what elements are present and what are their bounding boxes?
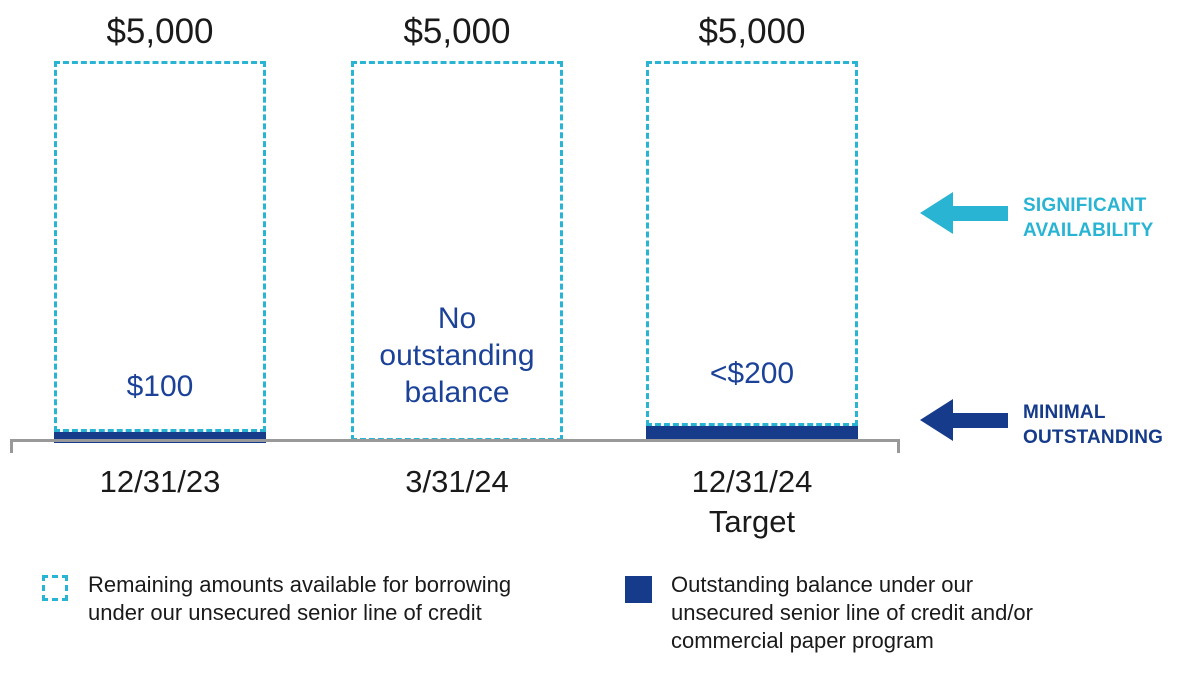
x-label-12-31-24-target: 12/31/24 Target: [646, 462, 858, 542]
x-label-line: 3/31/24: [405, 464, 509, 499]
x-label-line: 12/31/24: [691, 464, 813, 499]
legend-line: unsecured senior line of credit and/or: [671, 600, 1033, 625]
significant-availability-callout: SIGNIFICANT AVAILABILITY: [1023, 193, 1153, 243]
outstanding-bar-12-31-23: [54, 432, 266, 443]
x-label-12-31-23: 12/31/23: [54, 462, 266, 502]
callout-line: AVAILABILITY: [1023, 220, 1154, 241]
outstanding-bar-12-31-24-target: [646, 426, 858, 441]
left-arrow-icon: [920, 399, 953, 441]
x-axis-tick-left: [10, 439, 13, 453]
capacity-label-1: $5,000: [106, 12, 214, 51]
legend-line: Remaining amounts available for borrowin…: [88, 572, 512, 597]
legend-line: Outstanding balance under our: [671, 572, 974, 597]
left-arrow-icon: [951, 413, 1008, 428]
x-label-line: Target: [708, 504, 796, 539]
left-arrow-icon: [920, 192, 953, 234]
legend-swatch-dashed-icon: [42, 575, 68, 601]
callout-line: SIGNIFICANT: [1023, 195, 1147, 216]
value-label-12-31-24-target: <$200: [646, 355, 858, 392]
value-label-3-31-24: No outstanding balance: [351, 300, 563, 411]
capacity-label-2: $5,000: [403, 12, 511, 51]
value-label-12-31-23: $100: [54, 368, 266, 405]
legend-line: under our unsecured senior line of credi…: [88, 600, 482, 625]
x-axis-tick-right: [897, 439, 900, 453]
legend-line: commercial paper program: [671, 628, 934, 653]
legend-item-available: Remaining amounts available for borrowin…: [88, 571, 511, 627]
callout-line: MINIMAL: [1023, 402, 1106, 423]
minimal-outstanding-callout: MINIMAL OUTSTANDING: [1023, 400, 1163, 450]
callout-line: OUTSTANDING: [1023, 427, 1164, 448]
left-arrow-icon: [951, 206, 1008, 221]
available-bar-12-31-24-target: [646, 61, 858, 426]
available-bar-12-31-23: [54, 61, 266, 432]
legend-swatch-solid-icon: [625, 576, 652, 603]
x-label-3-31-24: 3/31/24: [351, 462, 563, 502]
legend-item-outstanding: Outstanding balance under our unsecured …: [671, 571, 1033, 655]
value-line: outstanding: [379, 339, 535, 372]
value-line: <$200: [709, 357, 795, 390]
capacity-label-3: $5,000: [698, 12, 806, 51]
value-line: $100: [126, 370, 194, 403]
value-line: balance: [404, 376, 510, 409]
x-label-line: 12/31/23: [99, 464, 221, 499]
value-line: No: [437, 302, 477, 335]
x-axis-line: [10, 439, 900, 442]
